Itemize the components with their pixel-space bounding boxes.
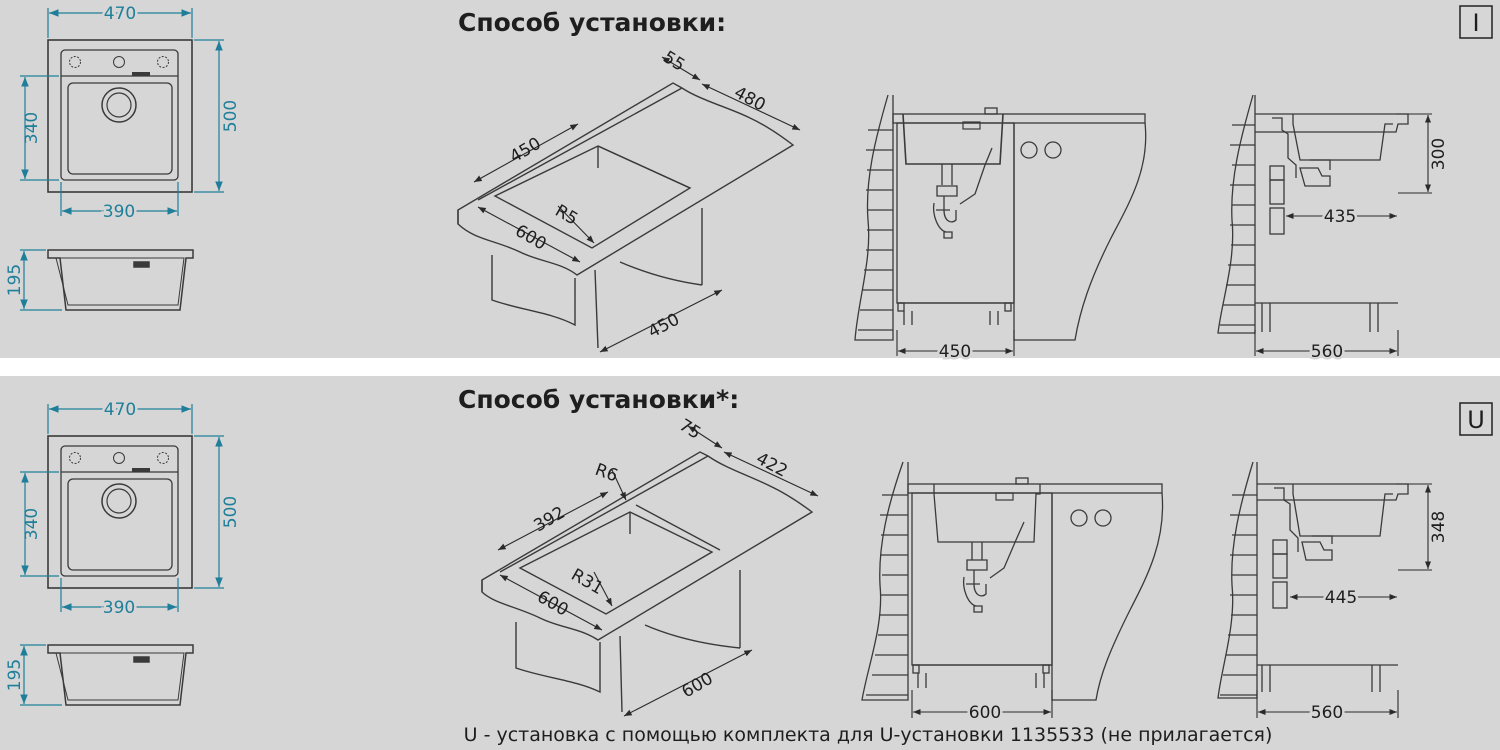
- badge-letter: U: [1467, 406, 1485, 434]
- dim-side-depth: 195: [5, 264, 25, 296]
- sink-top-view: [47, 435, 193, 589]
- cabinet-side-section: [1217, 461, 1409, 699]
- sink-side-view: [47, 644, 194, 706]
- dim-front-cabinet-width: 450: [939, 342, 971, 362]
- install-type-badge: I: [1459, 5, 1493, 39]
- top-view-dimensions: [20, 404, 224, 612]
- dim-top-height-bowl: 340: [22, 508, 42, 540]
- badge-letter: I: [1472, 9, 1479, 37]
- front-view-dimension: [911, 690, 1053, 718]
- dim-side-cabinet-depth: 560: [1311, 342, 1343, 362]
- dim-top-width-outer: 470: [104, 4, 136, 24]
- section-title: Способ установки*:: [458, 385, 739, 414]
- side-section-dimensions: [1254, 113, 1432, 356]
- front-view-dimension: [896, 330, 1015, 356]
- dim-side-depth: 195: [5, 659, 25, 691]
- side-view-dimension: [20, 644, 62, 706]
- cabinet-side-section: [1217, 94, 1409, 334]
- section-separator: [0, 358, 1500, 376]
- dim-side-height: 348: [1429, 511, 1449, 543]
- dim-side-cabinet-depth: 560: [1311, 703, 1343, 723]
- dim-top-height-bowl: 340: [22, 112, 42, 144]
- dim-top-width-bowl: 390: [103, 598, 135, 618]
- top-view-dimensions: [20, 8, 224, 216]
- iso-dimensions: [473, 56, 801, 353]
- dim-side-height: 300: [1429, 138, 1449, 170]
- section-title: Способ установки:: [458, 8, 726, 37]
- side-section-dimensions: [1256, 483, 1432, 718]
- dim-side-drain-distance: 435: [1324, 207, 1356, 227]
- dim-top-height-outer: 500: [221, 496, 241, 528]
- section-1: Способ установки: I 4: [5, 2, 1493, 365]
- install-type-badge: U: [1459, 402, 1493, 436]
- dim-front-cabinet-width: 600: [969, 703, 1001, 723]
- cabinet-front-view: [854, 94, 1147, 341]
- dim-top-width-outer: 470: [104, 400, 136, 420]
- side-view-dimension: [20, 249, 62, 311]
- dim-top-width-bowl: 390: [103, 202, 135, 222]
- dim-top-height-outer: 500: [221, 100, 241, 132]
- sink-top-view: [47, 39, 193, 193]
- iso-dimensions: [497, 425, 819, 717]
- footnote: U - установка с помощью комплекта для U-…: [464, 724, 1273, 746]
- dim-side-drain-distance: 445: [1325, 588, 1357, 608]
- sink-side-view: [47, 249, 194, 311]
- cabinet-front-view: [861, 461, 1164, 701]
